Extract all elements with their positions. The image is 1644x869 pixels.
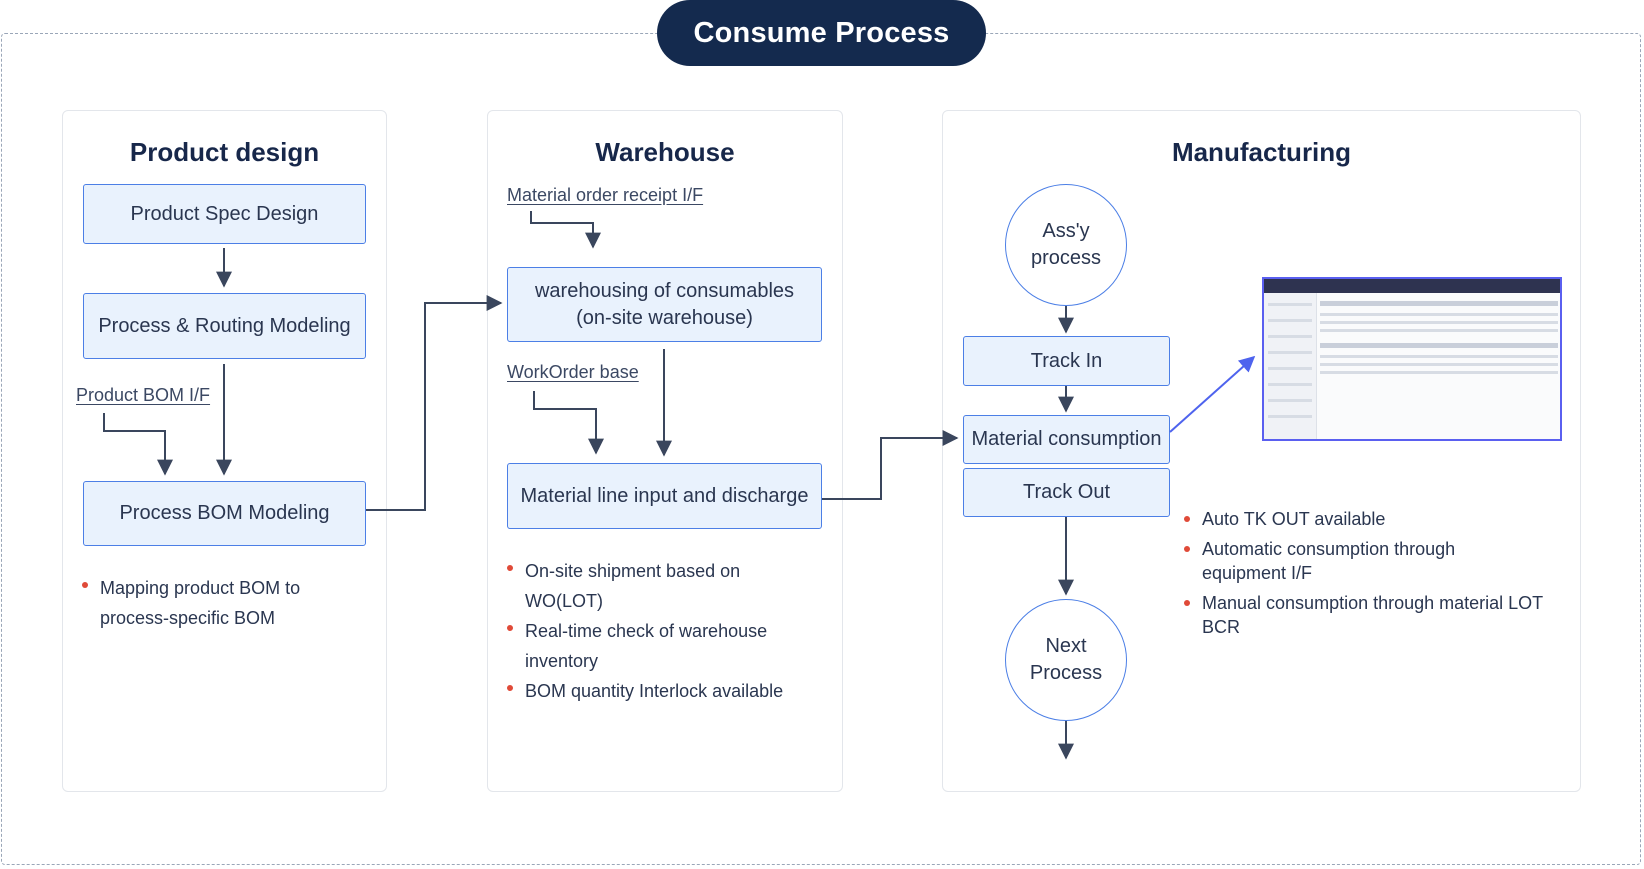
thumbnail-row (1268, 335, 1312, 338)
product-design-title: Product design (129, 137, 320, 167)
product-spec-design-box: Product Spec Design (83, 184, 366, 244)
warehouse-title: Warehouse (595, 137, 735, 167)
thumbnail-row (1320, 329, 1558, 332)
note-item: BOM quantity Interlock available (507, 676, 807, 706)
product-bom-if-label: Product BOM I/F (76, 385, 211, 405)
track-out-box: Track Out (963, 468, 1170, 517)
arrow-bomif-to-bom (103, 413, 173, 476)
material-order-receipt-label: Material order receipt I/F (507, 185, 704, 205)
diagram-title: Consume Process (657, 0, 986, 66)
mes-screen-thumbnail (1262, 277, 1562, 441)
thumbnail-row (1320, 371, 1558, 374)
product-design-notes: Mapping product BOM to process-specific … (82, 573, 342, 633)
thumbnail-row (1268, 303, 1312, 306)
note-item: On-site shipment based on WO(LOT) (507, 556, 755, 616)
note-item: Automatic consumption through equipment … (1184, 537, 1502, 585)
thumbnail-topbar (1264, 279, 1560, 293)
warehouse-notes: On-site shipment based on WO(LOT) Real-t… (507, 556, 807, 706)
thumbnail-row (1320, 355, 1558, 358)
arrow-receipt-to-consumables (530, 211, 601, 249)
next-process-text: Next Process (1029, 635, 1103, 684)
manufacturing-title: Manufacturing (1171, 137, 1352, 167)
process-routing-modeling-box: Process & Routing Modeling (83, 293, 366, 359)
workorder-base-label: WorkOrder base (507, 362, 639, 382)
warehousing-consumables-box: warehousing of consumables (on-site ware… (507, 267, 822, 342)
note-item: Mapping product BOM to process-specific … (82, 573, 342, 633)
thumbnail-row (1320, 363, 1558, 366)
arrow-consumption-to-screen (1169, 355, 1256, 433)
assy-process-circle: Ass'y process (1005, 184, 1127, 306)
assy-process-text: Ass'y process (1030, 220, 1102, 269)
thumbnail-sidebar (1264, 293, 1317, 439)
thumbnail-header-bar (1320, 343, 1558, 348)
arrow-bom-to-warehouse (366, 295, 503, 511)
thumbnail-row (1268, 399, 1312, 402)
manufacturing-notes: Auto TK OUT available Automatic consumpt… (1184, 507, 1570, 645)
arrow-workorder-to-line (533, 391, 604, 455)
track-in-box: Track In (963, 336, 1170, 386)
next-process-circle: Next Process (1005, 599, 1127, 721)
material-line-input-box: Material line input and discharge (507, 463, 822, 529)
thumbnail-row (1268, 367, 1312, 370)
thumbnail-header-bar (1320, 301, 1558, 306)
thumbnail-row (1320, 313, 1558, 316)
thumbnail-row (1268, 383, 1312, 386)
thumbnail-row (1268, 351, 1312, 354)
thumbnail-row (1268, 415, 1312, 418)
thumbnail-row (1268, 319, 1312, 322)
note-item: Real-time check of warehouse inventory (507, 616, 795, 676)
material-consumption-box: Material consumption (963, 415, 1170, 464)
thumbnail-row (1320, 321, 1558, 324)
note-item: Auto TK OUT available (1184, 507, 1570, 531)
note-item: Manual consumption through material LOT … (1184, 591, 1570, 639)
process-bom-modeling-box: Process BOM Modeling (83, 481, 366, 546)
arrow-line-to-consumption (822, 430, 959, 500)
warehousing-consumables-text: warehousing of consumables (on-site ware… (534, 279, 795, 329)
